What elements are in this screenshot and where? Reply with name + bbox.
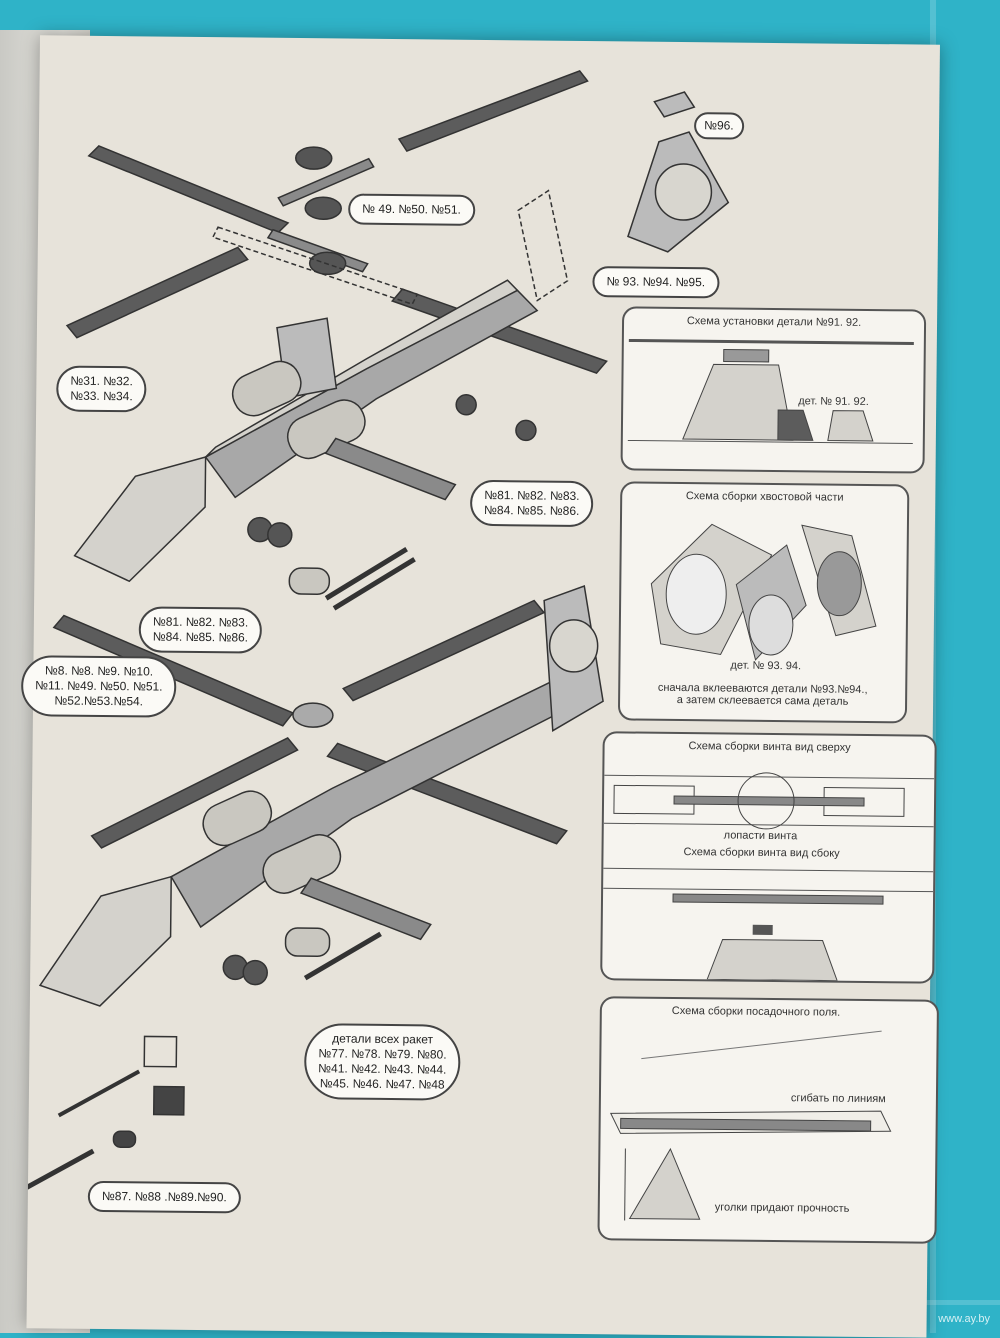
wheel-part [455, 394, 477, 416]
wheel-part [515, 419, 537, 442]
top-fuselage [73, 189, 569, 611]
bottom-rotor-blades [52, 599, 568, 849]
panel-note: лопасти винта [723, 829, 798, 843]
label-fin-top: №96. [693, 112, 744, 140]
tail-fin-disc [654, 163, 713, 221]
cannon-barrel [57, 1069, 141, 1118]
rotor-blade [397, 70, 589, 153]
watermark: www.ay.by [938, 1313, 990, 1325]
cannon-sleeve [112, 1130, 137, 1149]
landing-wheel [242, 959, 268, 986]
rotor-disc [295, 146, 333, 170]
rotor-disc [304, 196, 342, 221]
panel-rotor-assembly: Схема сборки винта вид сверху лопасти ви… [600, 731, 937, 984]
fuselage-nose [73, 456, 207, 583]
tail-fin-disc [548, 619, 599, 673]
cannon-box-outline [143, 1035, 178, 1068]
panel-note: дет. № 91. 92. [798, 395, 869, 408]
fin-cap [653, 91, 696, 118]
panel-drawing [603, 772, 935, 982]
rotor-blade [65, 246, 249, 339]
rocket-tube [303, 931, 382, 981]
panel-caption: сначала вклееваются детали №93.№94., а з… [657, 681, 868, 708]
panel-note: уголки придают прочность [714, 1201, 850, 1215]
rotor-blade [342, 599, 546, 702]
rotor-blade [90, 736, 299, 849]
label-rotor-top: № 49. №50. №51. [348, 193, 476, 226]
engine-cylinder [202, 790, 273, 847]
helicopter-drawings [26, 70, 730, 1198]
instruction-page: № 49. №50. №51. №96. № 93. №94. №95. №31… [20, 35, 940, 1338]
panel-note: сгибать по линиям [790, 1092, 886, 1106]
label-fin-bottom: № 93. №94. №95. [592, 266, 720, 299]
label-rotor-bottom: №8. №8. №9. №10. №11. №49. №50. №51. №52… [20, 655, 177, 718]
cannon-barrel [26, 1148, 95, 1198]
cannon-box [152, 1085, 185, 1116]
rocket-tube [332, 557, 416, 611]
rotor-hub-bar [277, 157, 375, 207]
tail-fin-outline [517, 189, 569, 302]
label-cannon: №87. №88 .№89.№90. [87, 1180, 241, 1214]
rotor-blade [52, 614, 295, 727]
rocket-pod [288, 567, 331, 595]
fuselage-nose [38, 875, 172, 1007]
panel-drawing [627, 338, 914, 444]
panel-drawing [609, 1030, 892, 1221]
panel-drawing [650, 523, 877, 661]
panel-tail-assembly: Схема сборки хвостовой части дет. № 93. … [617, 481, 910, 724]
label-winglet-top: №31. №32. №33. №34. [56, 365, 148, 413]
rotor-hub [292, 702, 334, 728]
panel-title-side: Схема сборки винта вид сбоку [683, 846, 840, 860]
bottom-fuselage [38, 585, 604, 1007]
rocket-tube [324, 547, 408, 601]
tail-boom-dashed [211, 226, 419, 306]
stub-wing [324, 437, 457, 501]
top-tail-fin-parts [627, 91, 730, 253]
rotor-blade [87, 145, 290, 234]
cannon-parts [26, 1035, 185, 1198]
engine-cylinder [231, 360, 302, 417]
fuselage-top [205, 279, 519, 458]
top-rotor-blades [65, 70, 608, 375]
label-rockets-all: детали всех ракет №77. №78. №79. №80. №4… [303, 1023, 461, 1101]
label-rocket-top: №81. №82. №83. №84. №85. №86. [138, 606, 263, 654]
panel-detail-91-92: Схема установки детали №91. 92. дет. № 9… [620, 306, 927, 474]
landing-wheel [267, 522, 293, 548]
label-gear-top: №81. №82. №83. №84. №85. №86. [469, 479, 594, 528]
panel-landing-pad: Схема сборки посадочного поля. сгибать п… [597, 996, 939, 1244]
panel-note: дет. № 93. 94. [730, 659, 802, 673]
stub-wing [299, 877, 432, 941]
rocket-pod [284, 927, 331, 957]
